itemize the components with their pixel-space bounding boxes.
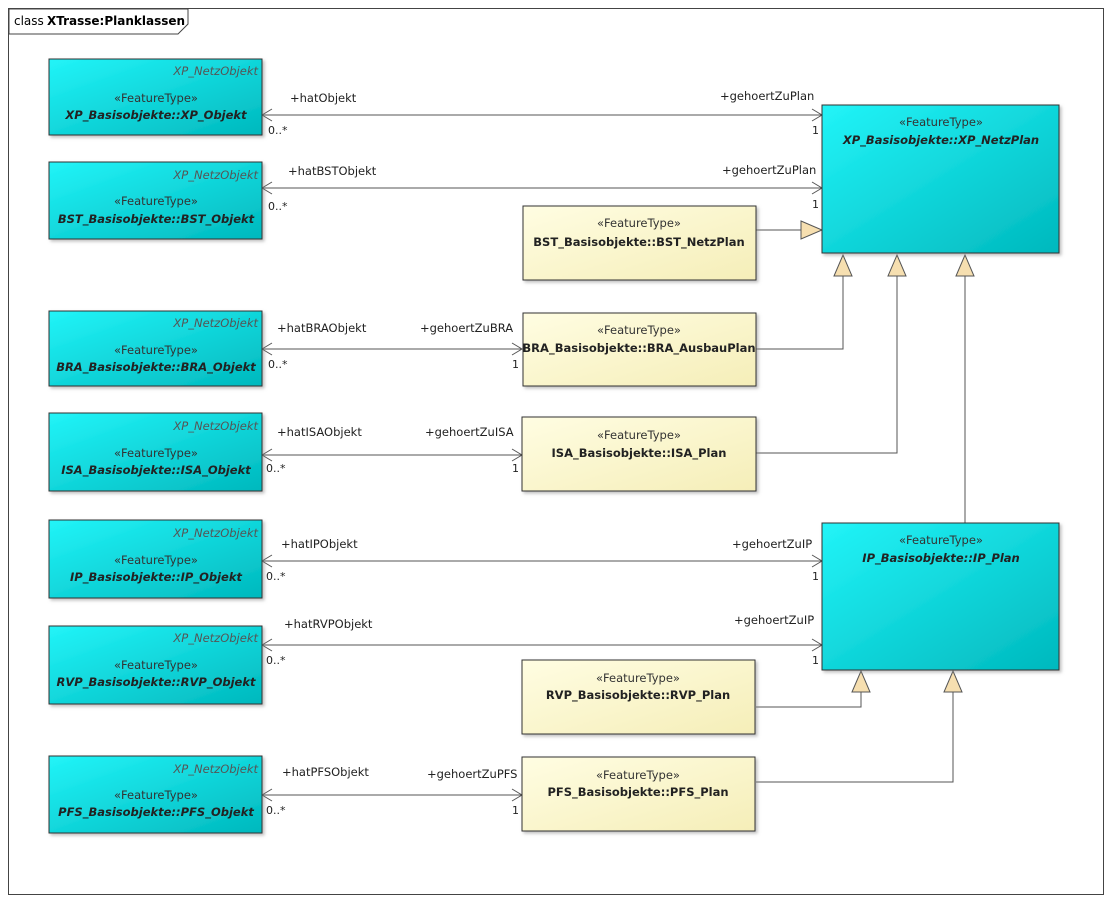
role-label: +hatBSTObjekt <box>288 164 377 178</box>
gen-line-isa <box>756 276 898 454</box>
class-supertype: XP_NetzObjekt <box>172 526 258 540</box>
gen-line-bra <box>756 276 844 350</box>
gen-line-rvp <box>756 692 862 708</box>
arrowhead <box>511 342 523 356</box>
class-bra-objekt[interactable] <box>48 310 263 387</box>
role-label: +hatBRAObjekt <box>277 321 367 335</box>
multiplicity: 0..* <box>268 358 288 371</box>
class-name: ISA_Basisobjekte::ISA_Plan <box>552 446 727 461</box>
gen-arrow-pfs <box>943 669 963 693</box>
class-name: BST_Basisobjekte::BST_NetzPlan <box>533 235 744 250</box>
class-stereotype: «FeatureType» <box>596 671 680 685</box>
association-labels: +hatObjekt 0..* +gehoertZuPlan 1 +hatBST… <box>266 89 819 817</box>
class-stereotype: «FeatureType» <box>114 553 198 567</box>
role-label: +hatIPObjekt <box>281 537 358 551</box>
class-supertype: XP_NetzObjekt <box>172 419 258 433</box>
multiplicity: 1 <box>512 804 519 817</box>
class-name: ISA_Basisobjekte::ISA_Objekt <box>61 463 251 478</box>
class-stereotype: «FeatureType» <box>597 428 681 442</box>
class-name: RVP_Basisobjekte::RVP_Plan <box>546 688 730 703</box>
class-pfs-objekt[interactable] <box>48 755 263 834</box>
role-label: +hatPFSObjekt <box>282 765 369 779</box>
class-name: BRA_Basisobjekte::BRA_AusbauPlan <box>522 341 755 356</box>
class-name: BST_Basisobjekte::BST_Objekt <box>58 212 255 227</box>
generalization-arrows <box>800 220 975 693</box>
class-name: PFS_Basisobjekte::PFS_Objekt <box>58 805 254 820</box>
role-label: +gehoertZuIP <box>732 537 812 551</box>
multiplicity: 0..* <box>266 570 286 583</box>
class-rvp-objekt[interactable] <box>48 625 263 705</box>
class-bst-netzplan[interactable] <box>522 205 757 281</box>
class-ip-objekt[interactable] <box>48 519 263 599</box>
gen-arrow-bst <box>800 220 824 240</box>
class-name: RVP_Basisobjekte::RVP_Objekt <box>57 675 256 690</box>
class-stereotype: «FeatureType» <box>596 768 680 782</box>
class-stereotype: «FeatureType» <box>899 533 983 547</box>
multiplicity: 1 <box>812 654 819 667</box>
class-bst-objekt[interactable] <box>48 161 263 240</box>
frame-name: XTrasse:Planklassen <box>47 14 185 28</box>
class-name: IP_Basisobjekte::IP_Objekt <box>70 570 242 585</box>
class-name: PFS_Basisobjekte::PFS_Plan <box>547 785 728 800</box>
class-name: IP_Basisobjekte::IP_Plan <box>862 551 1019 566</box>
class-isa-plan[interactable] <box>521 416 757 492</box>
multiplicity: 1 <box>812 198 819 211</box>
class-bra-ausbauplan[interactable] <box>522 312 757 387</box>
multiplicity: 1 <box>512 462 519 475</box>
class-name: XP_Basisobjekte::XP_NetzPlan <box>842 133 1039 148</box>
class-stereotype: «FeatureType» <box>114 658 198 672</box>
class-xp-netzplan[interactable] <box>821 104 1060 254</box>
class-supertype: XP_NetzObjekt <box>172 762 258 776</box>
role-label: +gehoertZuBRA <box>420 321 513 335</box>
class-supertype: XP_NetzObjekt <box>172 168 258 182</box>
class-stereotype: «FeatureType» <box>899 115 983 129</box>
gen-arrow-isa <box>887 253 907 277</box>
frame-header: class XTrasse:Planklassen <box>8 8 189 35</box>
multiplicity: 0..* <box>268 200 288 213</box>
class-pfs-plan[interactable] <box>521 756 756 832</box>
class-ip-plan[interactable] <box>821 522 1060 671</box>
class-name: XP_Basisobjekte::XP_Objekt <box>64 108 247 123</box>
class-supertype: XP_NetzObjekt <box>172 316 258 330</box>
role-label: +gehoertZuPlan <box>722 163 816 177</box>
class-supertype: XP_NetzObjekt <box>172 631 258 645</box>
gen-arrow-ip <box>955 253 975 277</box>
role-label: +hatRVPObjekt <box>284 617 373 631</box>
gen-line-pfs <box>756 692 954 783</box>
role-label: +hatISAObjekt <box>277 425 362 439</box>
class-stereotype: «FeatureType» <box>597 323 681 337</box>
multiplicity: 0..* <box>266 654 286 667</box>
class-stereotype: «FeatureType» <box>114 91 198 105</box>
multiplicity: 1 <box>812 570 819 583</box>
role-label: +gehoertZuISA <box>425 425 514 439</box>
class-stereotype: «FeatureType» <box>114 788 198 802</box>
multiplicity: 0..* <box>266 804 286 817</box>
gen-arrow-rvp <box>851 669 871 693</box>
role-label: +gehoertZuPFS <box>427 767 517 781</box>
multiplicity: 1 <box>512 358 519 371</box>
class-stereotype: «FeatureType» <box>114 343 198 357</box>
multiplicity: 1 <box>812 124 819 137</box>
multiplicity: 0..* <box>266 462 286 475</box>
gen-arrow-bra <box>833 253 853 277</box>
class-supertype: XP_NetzObjekt <box>172 64 258 78</box>
role-label: +gehoertZuPlan <box>720 89 814 103</box>
role-label: +gehoertZuIP <box>734 613 814 627</box>
frame-kind: class <box>14 14 44 28</box>
role-label: +hatObjekt <box>290 91 357 105</box>
class-stereotype: «FeatureType» <box>597 216 681 230</box>
class-xp-objekt[interactable] <box>48 58 263 136</box>
class-rvp-plan[interactable] <box>521 659 756 735</box>
class-name: BRA_Basisobjekte::BRA_Objekt <box>56 360 256 375</box>
class-isa-objekt[interactable] <box>48 412 263 492</box>
class-stereotype: «FeatureType» <box>114 194 198 208</box>
class-stereotype: «FeatureType» <box>114 446 198 460</box>
multiplicity: 0..* <box>268 124 288 137</box>
